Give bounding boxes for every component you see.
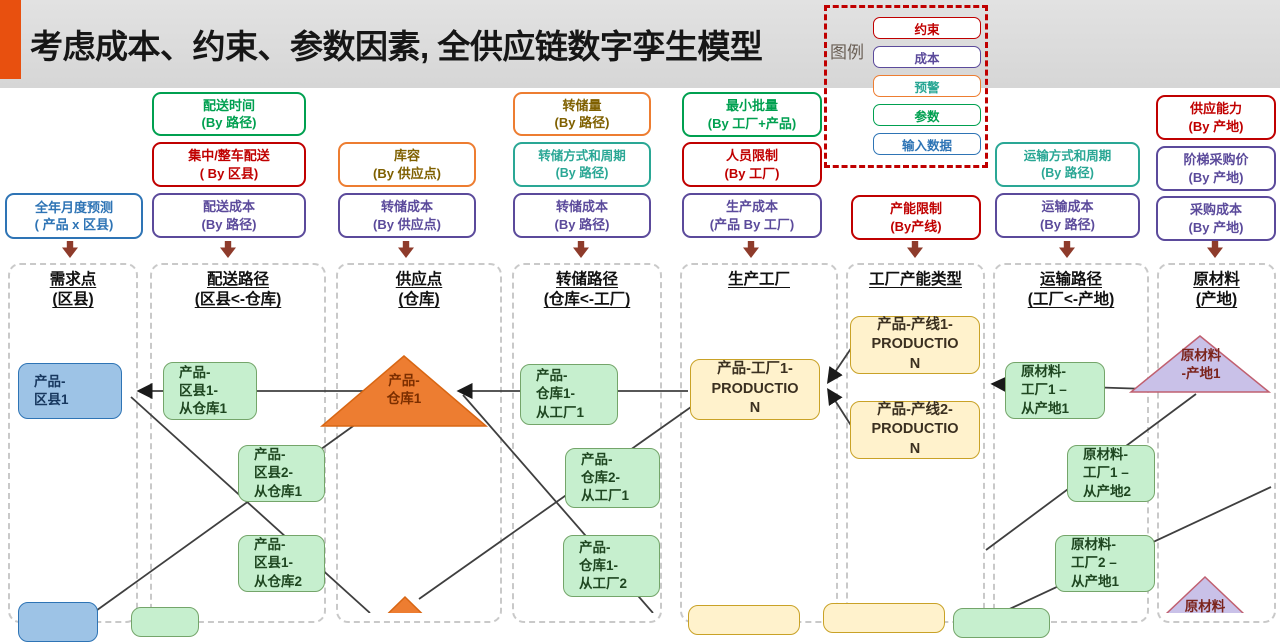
- flow-network-graphic: [92, 335, 1272, 613]
- attr-box-delivery-cost: 配送成本 (By 路径): [152, 193, 306, 238]
- node-route-f2s1: 原材料- 工厂2 – 从产地1: [1055, 535, 1155, 592]
- node-source1-label: 原材料 -产地1: [1180, 348, 1222, 382]
- legend-item-input-data: 输入数据: [873, 133, 981, 155]
- lane-demand: 需求点 (区县): [8, 263, 138, 623]
- column-header-demand: 需求点 (区县): [49, 271, 97, 309]
- column-header-supply-point: 供应点 (仓库): [395, 271, 443, 309]
- node-route-partial-1: [131, 607, 199, 637]
- attr-box-transfer-volume: 转储量 (By 路径): [513, 92, 651, 136]
- attr-box-forecast: 全年月度预测 ( 产品 x 区县): [5, 193, 143, 239]
- legend-item-constraint: 约束: [873, 17, 981, 39]
- attr-box-centralized-delivery: 集中/整车配送 ( By 区县): [152, 142, 306, 187]
- attr-box-staff-limit: 人员限制 (By 工厂): [682, 142, 822, 187]
- column-header-transport-route: 运输路径 (工厂<-产地): [1027, 271, 1115, 309]
- node-route-f1s1: 原材料- 工厂1 – 从产地1: [1005, 362, 1105, 419]
- node-demand2-partial: [18, 602, 98, 642]
- lane-factory: 生产工厂: [680, 263, 838, 623]
- node-route-d1w1: 产品- 区县1- 从仓库1: [163, 362, 257, 420]
- column-header-raw-material: 原材料 (产地): [1193, 271, 1240, 309]
- header-band: [0, 0, 1280, 88]
- node-route-f1s2: 原材料- 工厂1 – 从产地2: [1067, 445, 1155, 502]
- node-route-d2w1: 产品- 区县2- 从仓库1: [238, 445, 325, 502]
- column-header-factory: 生产工厂: [727, 271, 790, 288]
- legend-label: 图例: [830, 43, 864, 62]
- lane-supply-point: 供应点 (仓库): [336, 263, 502, 623]
- legend-item-parameter: 参数: [873, 104, 981, 126]
- source2-triangle-partial: [1165, 575, 1245, 613]
- column-header-delivery-route: 配送路径 (区县<-仓库): [194, 271, 282, 309]
- node-prodline3-partial: [823, 603, 945, 633]
- attr-box-production-cost: 生产成本 (产品 By 工厂): [682, 193, 822, 238]
- source1-triangle: [1128, 335, 1272, 393]
- node-prodline2: 产品-产线2- PRODUCTIO N: [850, 401, 980, 459]
- lane-raw-material: 原材料 (产地): [1157, 263, 1276, 623]
- legend-item-warning: 预警: [873, 75, 981, 97]
- legend-item-cost: 成本: [873, 46, 981, 68]
- attr-box-transport-mode: 运输方式和周期 (By 路径): [995, 142, 1140, 187]
- node-prodline1: 产品-产线1- PRODUCTIO N: [850, 316, 980, 374]
- attr-box-transfer-cost-supply: 转储成本 (By 供应点): [338, 193, 476, 238]
- attr-box-supply-capability: 供应能力 (By 产地): [1156, 95, 1276, 140]
- legend: 图例 约束 成本 预警 参数 输入数据: [824, 5, 988, 168]
- column-header-capacity-type: 工厂产能类型: [868, 271, 962, 288]
- attr-box-tiered-price: 阶梯采购价 (By 产地): [1156, 146, 1276, 191]
- attr-box-transfer-mode: 转储方式和周期 (By 路径): [513, 142, 651, 187]
- node-route-w1f1: 产品- 仓库1- 从工厂1: [520, 364, 618, 425]
- attr-box-storage-capacity: 库容 (By 供应点): [338, 142, 476, 187]
- attr-box-delivery-time: 配送时间 (By 路径): [152, 92, 306, 136]
- attr-box-capacity-limit: 产能限制 (By产线): [851, 195, 981, 240]
- attr-box-purchase-cost: 采购成本 (By 产地): [1156, 196, 1276, 241]
- accent-bar: [0, 0, 21, 79]
- column-header-transfer-route: 转储路径 (仓库<-工厂): [543, 271, 631, 309]
- node-demand1: 产品- 区县1: [18, 363, 122, 419]
- legend-items: 约束 成本 预警 参数 输入数据: [873, 17, 981, 155]
- attr-box-transport-cost: 运输成本 (By 路径): [995, 193, 1140, 238]
- attr-box-min-batch: 最小批量 (By 工厂+产品): [682, 92, 822, 137]
- node-route-d1w2: 产品- 区县1- 从仓库2: [238, 535, 325, 592]
- node-source2-label: 原材料: [1184, 599, 1226, 614]
- warehouse2-triangle-partial: [387, 595, 423, 613]
- node-route-w2f1: 产品- 仓库2- 从工厂1: [565, 448, 660, 508]
- slide-title: 考虑成本、约束、参数因素, 全供应链数字孪生模型: [30, 28, 763, 65]
- node-route-w1f2: 产品- 仓库1- 从工厂2: [563, 535, 660, 597]
- node-warehouse1-label: 产品- 仓库1: [386, 373, 422, 407]
- warehouse1-triangle: [319, 355, 489, 427]
- node-factory2-partial: [688, 605, 800, 635]
- node-factory1: 产品-工厂1- PRODUCTIO N: [690, 359, 820, 420]
- attr-box-transfer-cost-route: 转储成本 (By 路径): [513, 193, 651, 238]
